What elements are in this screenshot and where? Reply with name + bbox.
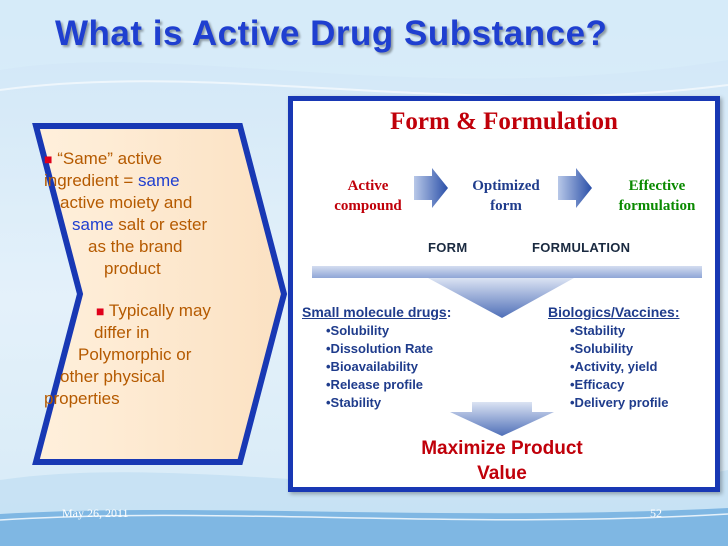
stage1-line1: Active: [347, 178, 389, 194]
panel-bullet2-line-5: properties: [44, 389, 120, 408]
diagram-graphics: [312, 168, 702, 436]
list-item: •Stability: [326, 395, 382, 410]
result-line-2: Value: [477, 463, 527, 484]
list-item: •Bioavailability: [326, 359, 418, 374]
stage2-line2: form: [490, 198, 522, 214]
left-property-list: •Solubility •Dissolution Rate •Bioavaila…: [326, 322, 433, 412]
panel-line-2a: ingredient =: [44, 171, 139, 190]
footer-date: May 26, 2011: [62, 506, 129, 520]
label-form: FORM: [428, 240, 468, 255]
chevron-panel: [32, 123, 288, 465]
left-list-head: Small molecule drugs:: [302, 304, 452, 320]
panel-bullet2-line-2: differ in: [94, 323, 150, 342]
stage2-line1: Optimized: [472, 178, 540, 194]
bullet-square-icon: ■: [96, 303, 105, 319]
list-item: •Solubility: [570, 341, 634, 356]
page-number: 52: [650, 506, 662, 520]
panel-line-5: as the brand: [88, 237, 183, 256]
label-formulation: FORMULATION: [532, 240, 631, 255]
footer-bar: [0, 508, 728, 546]
right-list-head: Biologics/Vaccines:: [548, 304, 680, 320]
panel-line-6: product: [104, 259, 161, 278]
panel-bullet2-line-4: other physical: [60, 367, 165, 386]
list-item: •Efficacy: [570, 377, 625, 392]
list-item: •Delivery profile: [570, 395, 669, 410]
list-item: •Activity, yield: [570, 359, 658, 374]
result-text: Maximize Product Value: [300, 436, 704, 486]
right-property-list: •Stability •Solubility •Activity, yield …: [570, 322, 668, 412]
panel-line-1: “Same” active: [57, 149, 163, 168]
left-panel-text: ■ “Same” active ingredient = same active…: [44, 148, 274, 410]
bullet-square-icon: ■: [44, 151, 53, 167]
stage3-line1: Effective: [628, 178, 686, 194]
slide-title: What is Active Drug Substance?: [55, 14, 608, 53]
list-item: •Release profile: [326, 377, 424, 392]
stage1-line2: compound: [334, 198, 402, 214]
result-line-1: Maximize Product: [421, 438, 583, 459]
arrow-right-icon: [558, 168, 592, 208]
divider-bar: [312, 266, 702, 278]
arrow-right-icon: [414, 168, 448, 208]
panel-line-3: active moiety and: [60, 193, 193, 212]
panel-bullet2-line-3: Polymorphic or: [78, 345, 192, 364]
list-item: •Solubility: [326, 323, 390, 338]
arrow-down-icon: [450, 402, 554, 436]
stage3-line2: formulation: [618, 198, 696, 214]
list-item: •Dissolution Rate: [326, 341, 434, 356]
panel-line-4a: same: [72, 215, 114, 234]
list-item: •Stability: [570, 323, 626, 338]
arrow-down-icon: [428, 278, 574, 318]
panel-line-2b: same: [138, 171, 180, 190]
diagram-title: Form & Formulation: [390, 108, 618, 135]
panel-line-4b: salt or ester: [113, 215, 208, 234]
panel-bullet2-line-1: Typically may: [108, 301, 211, 320]
